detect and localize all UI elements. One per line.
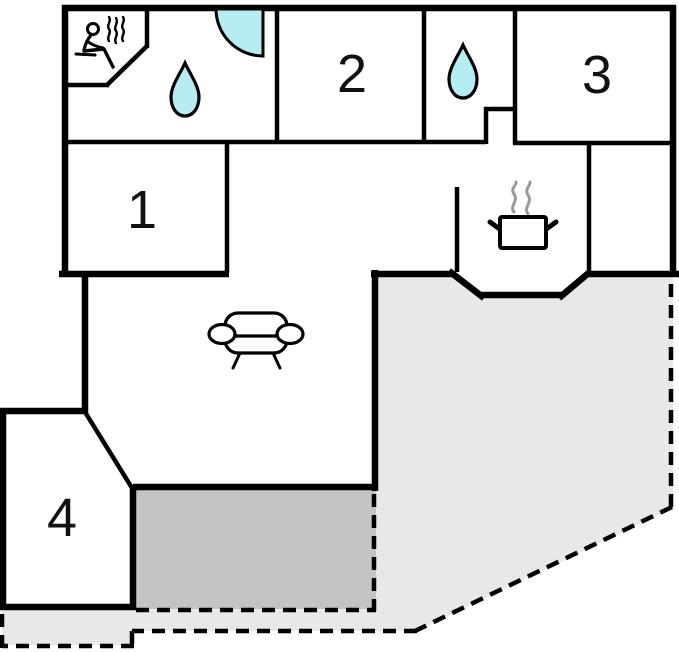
room-4-label: 4 [46, 488, 78, 548]
room-1-label: 1 [126, 180, 158, 240]
room-3-label: 3 [581, 45, 613, 105]
water-drop-icon-bathroom [169, 59, 201, 118]
terrace-covered [134, 488, 376, 609]
terrace-dashed-outline [0, 284, 674, 649]
water-drop-icon-wc [447, 41, 479, 100]
corner-shower-icon [214, 7, 265, 58]
room-2-label: 2 [336, 44, 368, 104]
cooking-pot-icon [487, 180, 559, 250]
sauna-icon [74, 15, 126, 69]
steam-icon [511, 180, 532, 216]
interior-walls [62, 8, 674, 490]
sofa-icon [207, 311, 305, 370]
sauna-steam-icon [106, 15, 126, 45]
